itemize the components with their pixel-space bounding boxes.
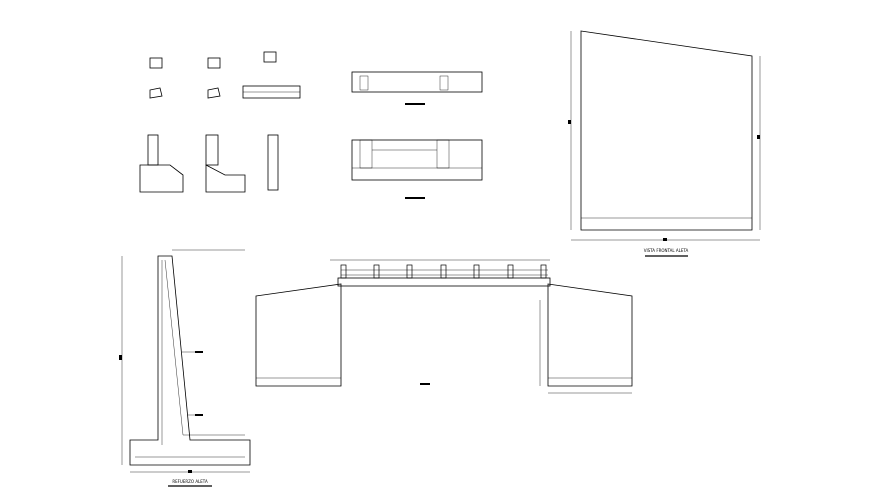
detail-sections <box>139 51 483 199</box>
front-view-title: VISTA FRONTAL ALETA <box>644 248 689 253</box>
reinforcement-title: REFUERZO ALETA <box>172 479 208 484</box>
front-view-wing-wall: VISTA FRONTAL ALETA <box>568 30 761 257</box>
bridge-elevation <box>255 259 633 394</box>
wing-reinforcement-section: REFUERZO ALETA <box>119 249 251 487</box>
